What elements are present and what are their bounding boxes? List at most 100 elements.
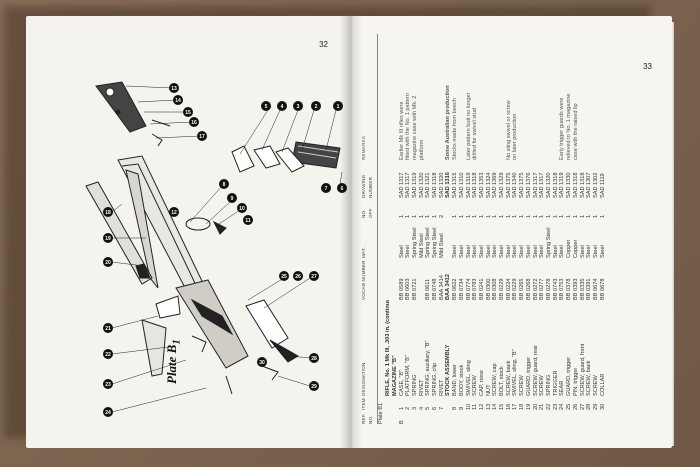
cell-draw: SAD 1119 — [599, 173, 606, 198]
cell-draw: SAD 1318 — [572, 172, 579, 199]
cell-draw: SAD 1318 — [472, 172, 479, 199]
cell-des: SPRING, clip — [432, 363, 439, 396]
callout-3: 3 — [293, 101, 303, 111]
right-page: 33 REF. NO. ITEM DESIGNATION VOCAB NUMBE… — [350, 16, 672, 448]
cell-ref — [539, 410, 546, 424]
cell-mat: Steel — [492, 245, 499, 258]
cell-vocab: BB 0603 — [405, 278, 412, 300]
cell-ref — [466, 410, 473, 424]
callout-11: 11 — [243, 215, 253, 225]
cell-rem: relieved to No. 1 magazine — [566, 93, 573, 160]
cell-mat: Steel — [559, 245, 566, 258]
cell-qty: 1 — [599, 214, 606, 218]
cell-mat: Spring Steel — [411, 227, 418, 258]
cell-qty: 1 — [425, 214, 432, 218]
cell-qty: 1 — [472, 214, 479, 218]
cell-draw: SAD 1302 — [592, 172, 599, 199]
cell-qty: 2 — [438, 214, 445, 218]
cell-qty: 1 — [505, 214, 512, 218]
cell-vocab: BB 0678 — [599, 278, 606, 300]
cell-vocab — [392, 258, 399, 300]
cell-ref — [580, 410, 587, 424]
cell-item: 21 — [539, 403, 546, 410]
cell-draw: SAD 1375 — [505, 172, 512, 199]
callout-25: 25 — [279, 271, 289, 281]
cell-mat: Steel — [499, 245, 506, 258]
cell-mat: Steel — [472, 245, 479, 258]
cell-draw: SAD 1319 — [559, 172, 566, 199]
cell-item: 5 — [425, 406, 432, 410]
nose-cap-parts — [95, 81, 171, 147]
callout-30: 30 — [257, 357, 267, 367]
cell-rem: No sling swivel or screw — [505, 100, 512, 160]
cell-ref: B — [398, 420, 405, 424]
cell-rem: drilled for swivel stud — [472, 108, 479, 160]
svg-text:26: 26 — [295, 274, 301, 280]
cell-draw: SAD 1319 — [465, 172, 472, 199]
cell-rem: Stocks made from beech — [452, 98, 459, 160]
svg-text:20: 20 — [105, 260, 111, 266]
cell-mat: Steel — [579, 245, 586, 258]
cell-des: SCREW, guard, rear — [532, 345, 539, 396]
left-page-number: 32 — [319, 40, 328, 49]
cell-qty — [445, 198, 452, 218]
plate-reference: Plate B1 — [378, 34, 385, 424]
svg-text:5: 5 — [265, 104, 268, 110]
cell-mat: Steel — [465, 245, 472, 258]
cell-rem — [492, 50, 499, 160]
cell-item: 8 — [452, 406, 459, 410]
cell-draw: SAD 1369 — [492, 172, 499, 199]
callout-9: 9 — [227, 193, 237, 203]
cell-item: 1 — [398, 406, 405, 410]
svg-text:25: 25 — [281, 274, 287, 280]
cell-rem — [479, 50, 486, 160]
cell-draw — [385, 160, 392, 198]
svg-text:7: 7 — [325, 186, 328, 192]
header-ref: REF. NO. — [361, 413, 373, 424]
cell-qty: 1 — [552, 214, 559, 218]
cell-draw: SAD 1317 — [398, 172, 405, 199]
cell-rem: Earlier Mk III rifles were — [398, 101, 405, 160]
cell-mat: Steel — [552, 245, 559, 258]
svg-text:17: 17 — [199, 134, 205, 140]
cell-draw: SAD 1320 — [418, 172, 425, 199]
callout-8: 8 — [219, 179, 229, 189]
header-item: ITEM — [361, 398, 366, 410]
svg-text:23: 23 — [105, 382, 111, 388]
cell-des: SCREW, back — [505, 360, 512, 396]
cell-draw: SAD 1321 — [425, 172, 432, 199]
plate-title: Plate B1 — [164, 339, 183, 384]
table-header: REF. NO. ITEM DESIGNATION VOCAB NUMBER M… — [361, 34, 379, 424]
cell-qty: 1 — [566, 214, 573, 218]
cell-mat: Steel — [458, 245, 465, 258]
cell-draw: SAD 1318 — [552, 172, 559, 199]
callout-markers: 13 14 15 16 17 1 2 3 4 5 6 7 8 9 10 11 1… — [103, 83, 347, 417]
cell-ref — [600, 410, 607, 424]
svg-text:21: 21 — [105, 326, 111, 332]
cell-vocab — [385, 258, 392, 300]
callout-15: 15 — [183, 107, 193, 117]
header-designation: DESIGNATION — [361, 362, 366, 396]
cell-vocab: BB 0734 — [458, 278, 465, 300]
cell-rem — [519, 50, 526, 160]
svg-text:28: 28 — [311, 356, 317, 362]
cell-rem — [546, 50, 553, 160]
cell-qty: 1 — [405, 214, 412, 218]
cell-item — [445, 396, 452, 410]
callout-20: 20 — [103, 257, 113, 267]
cell-des: SCREW, guard, front — [579, 343, 586, 396]
cell-mat: Steel — [525, 245, 532, 258]
svg-text:4: 4 — [281, 104, 284, 110]
cell-ref — [519, 410, 526, 424]
